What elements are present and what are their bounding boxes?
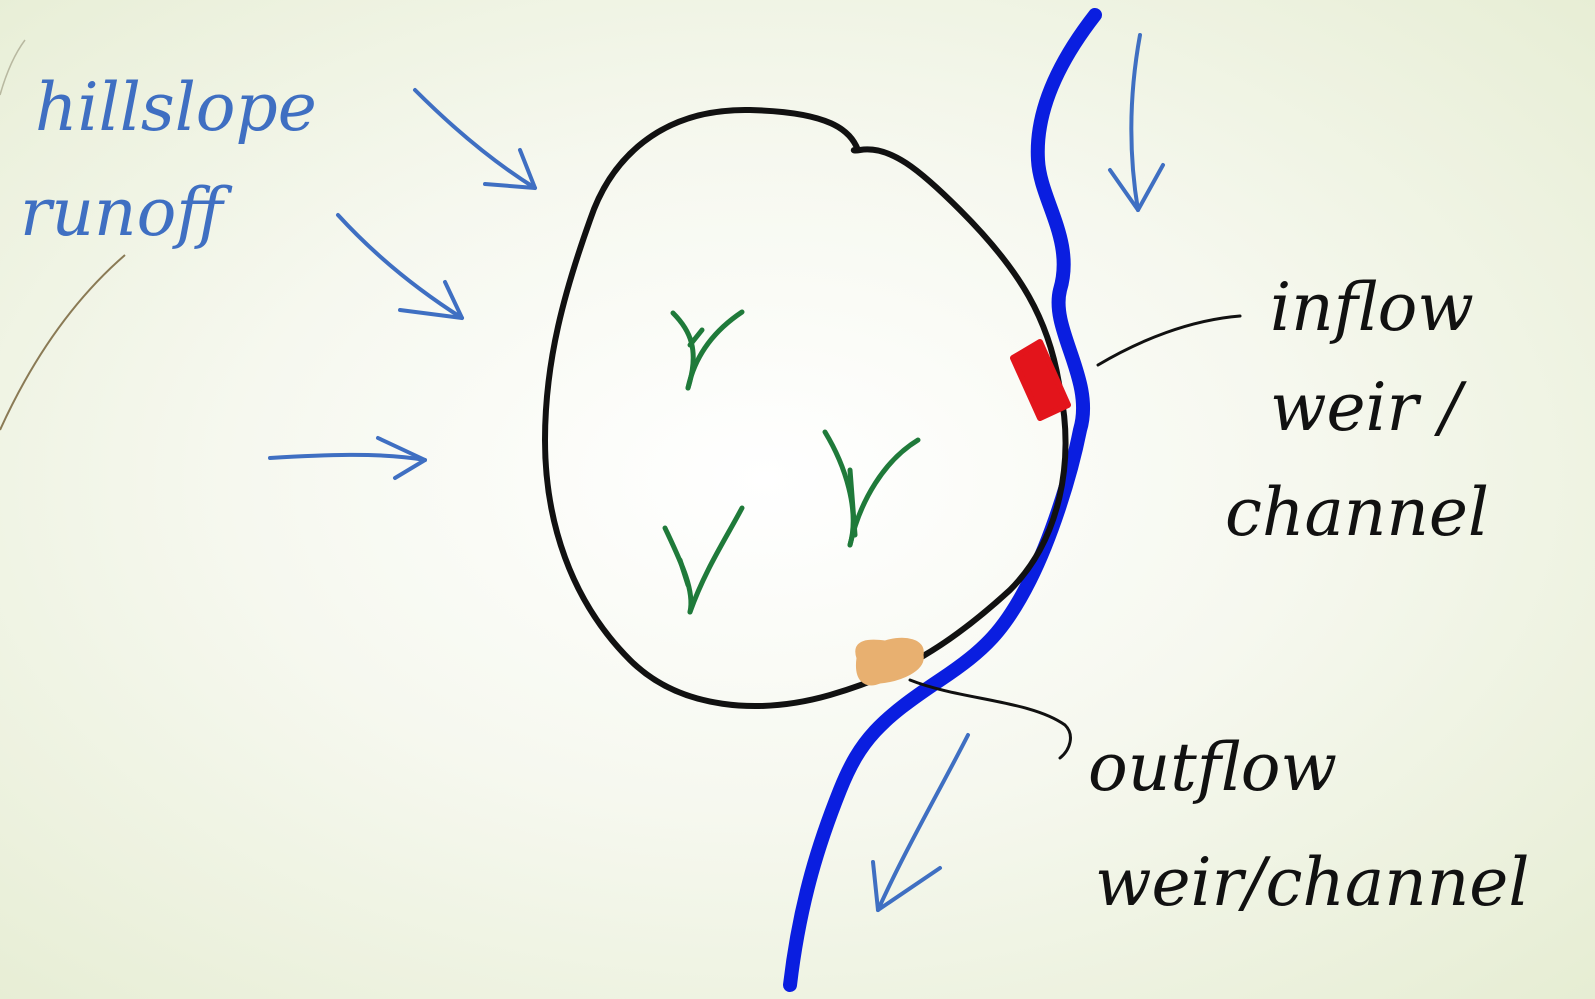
background-stroke: [0, 255, 125, 430]
wetland-outline: [545, 110, 1066, 706]
inflow-label-line2: weir /: [1270, 369, 1467, 446]
runoff-arrow: [338, 215, 462, 318]
outflow-label-line2: weir/channel: [1095, 844, 1529, 921]
hillslope-runoff-label-line2: runoff: [20, 174, 233, 251]
hillslope-runoff-label-line1: hillslope: [35, 69, 317, 146]
inflow-weir-icon: [1013, 342, 1068, 418]
grass-tuft-icon: [825, 432, 918, 545]
inflow-label-line3: channel: [1225, 474, 1489, 551]
stream-channel: [790, 15, 1095, 985]
outflow-weir-icon: [857, 639, 922, 684]
runoff-arrow: [270, 438, 425, 478]
inflow-leader-line: [1098, 316, 1240, 365]
runoff-arrow: [415, 90, 535, 188]
inflow-label-line1: inflow: [1270, 269, 1474, 346]
stream-flow-arrow-upstream: [1110, 35, 1163, 210]
grass-tuft-icon: [665, 508, 742, 612]
outflow-label-line1: outflow: [1088, 729, 1337, 806]
stream-flow-arrow-downstream: [873, 735, 968, 910]
grass-tuft-icon: [673, 312, 742, 388]
background-stroke-top: [0, 40, 25, 95]
